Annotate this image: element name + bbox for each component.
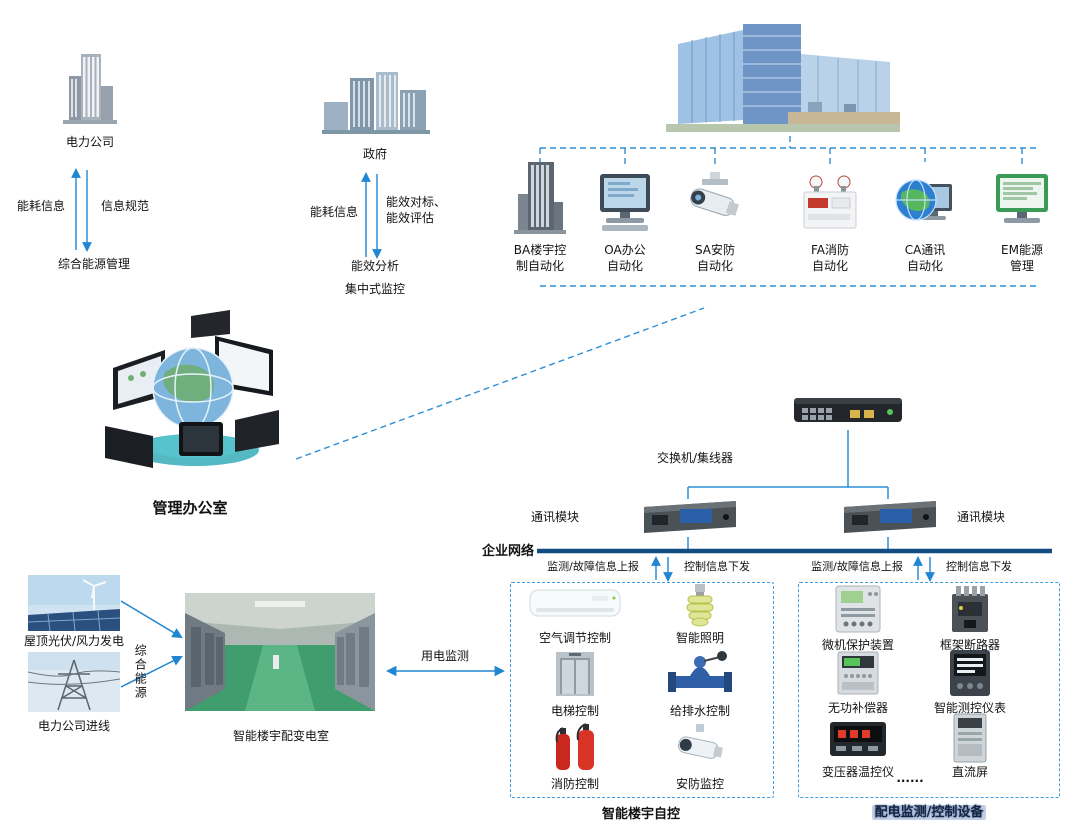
automation-bus xyxy=(539,136,1040,287)
reactive-compensator-icon xyxy=(836,650,880,696)
switch-label: 交换机/集线器 xyxy=(656,451,734,465)
substation-room-image xyxy=(185,593,375,711)
power-company-arrows xyxy=(71,168,92,252)
oa-label: OA办公 自动化 xyxy=(604,243,646,274)
fa-emergency-light-icon xyxy=(798,172,862,234)
power-grid-image xyxy=(28,652,120,712)
circuit-breaker-icon xyxy=(948,584,992,634)
sa-label: SA安防 自动化 xyxy=(694,243,736,274)
temperature-controller-icon xyxy=(828,718,888,760)
water-valve-icon xyxy=(668,648,732,700)
elevator-icon xyxy=(552,650,598,698)
smart-meter-label: 智能测控仪表 xyxy=(933,701,1006,715)
energy-flow-arrows xyxy=(120,600,506,688)
combined-energy-label: 综合能源 xyxy=(133,644,148,700)
ca-label: CA通讯 自动化 xyxy=(904,243,946,274)
ba-label: BA楼宇控 制自动化 xyxy=(513,243,567,274)
ba-building-icon xyxy=(512,160,568,236)
control-label-left: 控制信息下发 xyxy=(684,560,750,573)
government-label: 政府 xyxy=(362,147,387,161)
substation-label: 智能楼宇配变电室 xyxy=(232,729,329,743)
government-arrows xyxy=(361,172,382,259)
comm-module-left-image xyxy=(638,497,742,537)
report-label-right: 监测/故障信息上报 xyxy=(811,560,903,573)
security-camera-icon xyxy=(672,722,728,770)
elevator-control-label: 电梯控制 xyxy=(550,704,599,718)
fire-control-label: 消防控制 xyxy=(550,777,599,791)
smart-building-box xyxy=(510,582,774,798)
fire-extinguisher-icon xyxy=(548,722,602,772)
report-label-left: 监测/故障信息上报 xyxy=(547,560,639,573)
cfl-bulb-icon xyxy=(682,582,718,628)
gov-energy-info-label: 能耗信息 xyxy=(309,205,358,219)
solar-wind-label: 屋顶光伏/风力发电 xyxy=(23,634,125,648)
report-control-arrows xyxy=(651,556,935,582)
management-office-link xyxy=(295,307,705,460)
efficiency-analysis-label: 能效分析 xyxy=(350,259,399,273)
em-monitor-icon xyxy=(990,172,1054,234)
ac-control-label: 空气调节控制 xyxy=(538,631,611,645)
comm-module-right-label: 通讯模块 xyxy=(956,510,1005,524)
sa-camera-icon xyxy=(682,170,748,234)
comm-module-right-image xyxy=(838,497,942,537)
smart-lighting-label: 智能照明 xyxy=(675,631,724,645)
security-monitoring-label: 安防监控 xyxy=(675,777,724,791)
power-company-label: 电力公司 xyxy=(65,135,114,149)
building-box-caption: 智能楼宇自控 xyxy=(601,807,680,822)
ellipsis-label: ...... xyxy=(896,771,924,785)
energy-info-up-label: 能耗信息 xyxy=(16,199,65,213)
control-label-right: 控制信息下发 xyxy=(946,560,1012,573)
dc-panel-icon xyxy=(950,712,990,764)
enterprise-network-label: 企业网络 xyxy=(481,544,534,559)
centralized-monitoring-label: 集中式监控 xyxy=(344,282,405,296)
ac-unit-icon xyxy=(528,586,622,624)
smart-meter-icon xyxy=(948,648,992,698)
reactive-compensator-label: 无功补偿器 xyxy=(827,701,888,715)
power-box-caption: 配电监测/控制设备 xyxy=(836,804,1022,822)
temp-controller-label: 变压器温控仪 xyxy=(821,765,894,779)
grid-incoming-label: 电力公司进线 xyxy=(37,719,110,733)
circuit-breaker-label: 框架断路器 xyxy=(939,638,1000,652)
info-spec-label: 信息规范 xyxy=(100,199,149,213)
solar-wind-image xyxy=(28,575,120,631)
switch-image xyxy=(792,390,904,430)
switch-tree xyxy=(687,430,889,550)
power-equipment-box xyxy=(798,582,1060,798)
comm-module-left-label: 通讯模块 xyxy=(530,510,579,524)
protection-device-icon xyxy=(834,584,882,634)
management-office-image xyxy=(95,308,290,480)
dc-panel-label: 直流屏 xyxy=(951,765,988,779)
headquarters-building-image xyxy=(648,22,913,140)
power-monitoring-label: 用电监测 xyxy=(420,649,469,663)
ca-globe-icon xyxy=(894,168,956,234)
protection-device-label: 微机保护装置 xyxy=(821,638,894,652)
integrated-energy-mgmt-label: 综合能源管理 xyxy=(57,257,130,271)
government-building-image xyxy=(322,68,430,134)
fa-label: FA消防 自动化 xyxy=(810,243,849,274)
management-office-label: 管理办公室 xyxy=(152,499,228,517)
oa-computer-icon xyxy=(596,172,654,234)
benchmark-eval-label: 能效对标、 能效评估 xyxy=(386,195,447,226)
em-label: EM能源 管理 xyxy=(1001,243,1043,274)
water-control-label: 给排水控制 xyxy=(669,704,730,718)
power-company-building-image xyxy=(55,50,123,128)
power-box-caption-text: 配电监测/控制设备 xyxy=(871,805,987,820)
